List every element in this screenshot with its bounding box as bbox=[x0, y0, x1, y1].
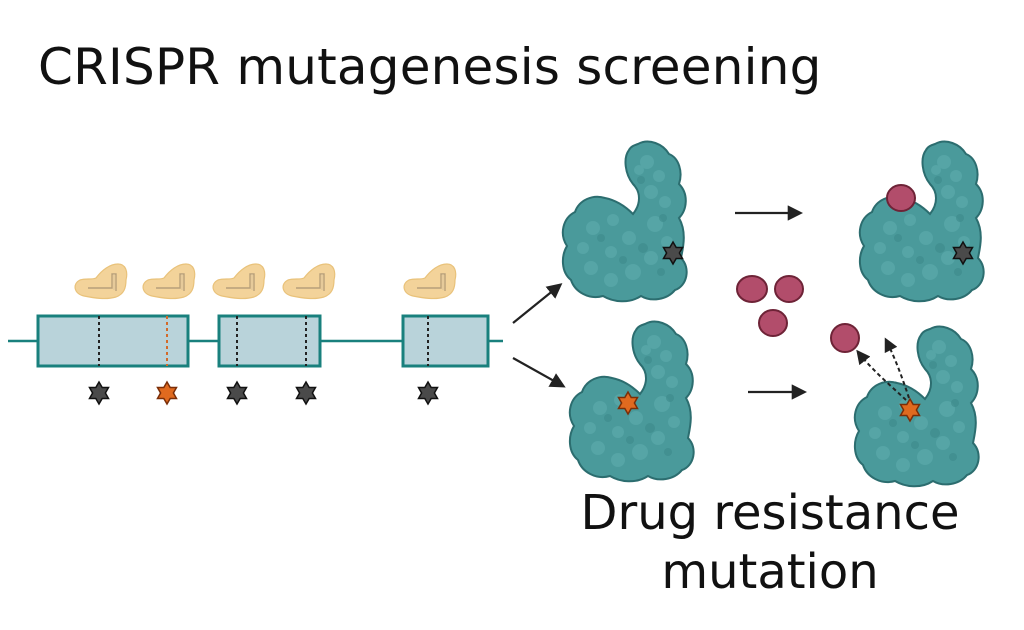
bound-drug-molecule-icon bbox=[886, 184, 916, 212]
exon-1 bbox=[36, 314, 190, 368]
exon-2 bbox=[217, 314, 322, 368]
dotted-arrow-icon bbox=[884, 337, 910, 399]
protein-icon bbox=[858, 140, 985, 303]
guide-rna-icon bbox=[282, 263, 336, 300]
repelled-drug-molecule-icon bbox=[830, 323, 860, 353]
exon-3 bbox=[401, 314, 490, 368]
caption-line-1: Drug resistance bbox=[580, 485, 960, 541]
guide-rna-icon bbox=[74, 263, 128, 300]
mutation-star-icon bbox=[226, 381, 248, 405]
caption: Drug resistance mutation bbox=[560, 484, 980, 602]
drug-molecule-icon bbox=[758, 309, 788, 337]
guide-rna-icon bbox=[142, 263, 196, 300]
drug-molecule-icon bbox=[736, 275, 768, 303]
mutation-star-icon bbox=[295, 381, 317, 405]
caption-line-2: mutation bbox=[661, 544, 879, 600]
arrow-icon bbox=[512, 357, 566, 388]
arrow-icon bbox=[512, 283, 563, 324]
guide-rna-icon bbox=[403, 263, 457, 300]
resistant-mutation-star-icon bbox=[156, 381, 178, 405]
protein-icon bbox=[561, 140, 688, 303]
drug-molecule-icon bbox=[774, 275, 804, 303]
mutation-star-icon bbox=[417, 381, 439, 405]
mutation-star-icon bbox=[88, 381, 110, 405]
guide-rna-icon bbox=[212, 263, 266, 300]
diagram-title: CRISPR mutagenesis screening bbox=[38, 38, 822, 96]
